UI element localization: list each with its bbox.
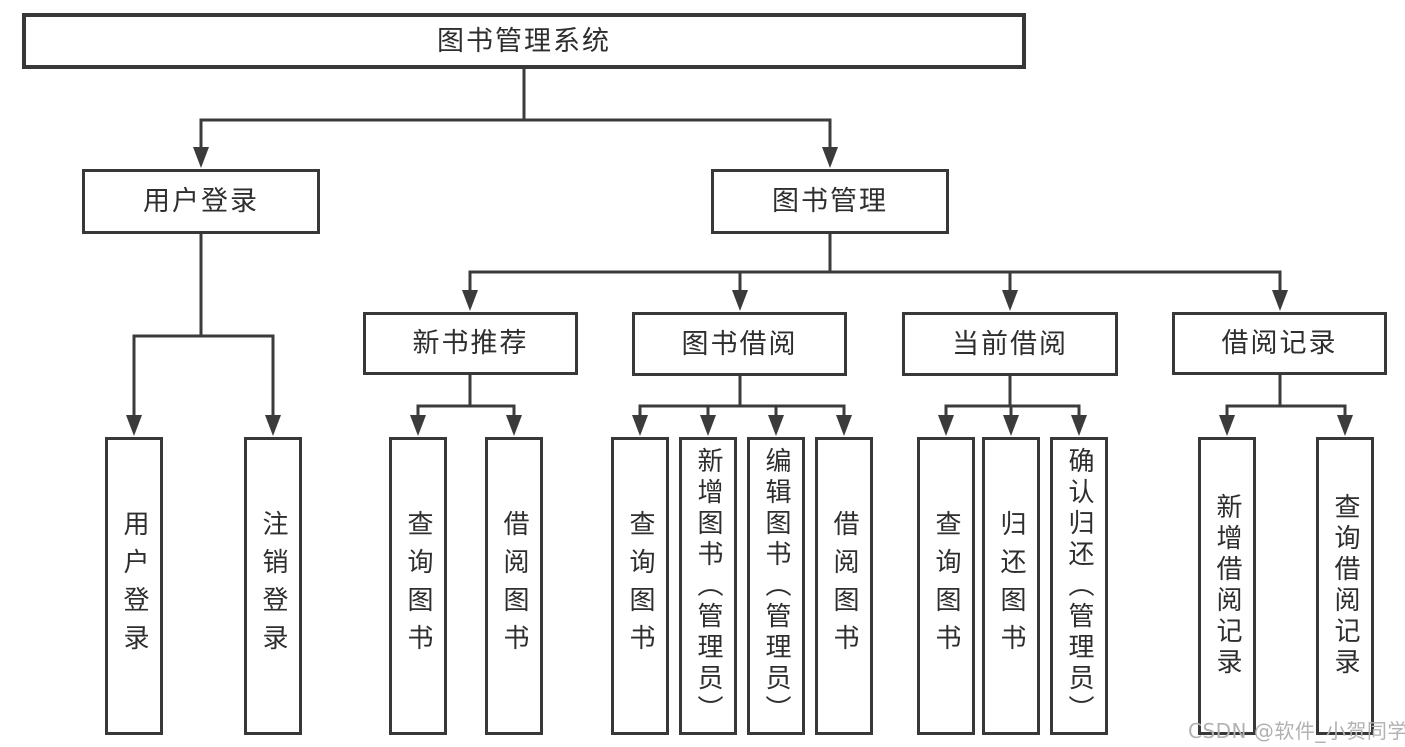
connector-current-borrow-split — [944, 404, 1081, 420]
node-user-login-label: 用户登录 — [143, 186, 259, 217]
node-current-borrowing: 当前借阅 — [902, 312, 1118, 376]
node-root-label: 图书管理系统 — [437, 25, 611, 57]
arrow-to-book-borrow — [732, 290, 748, 311]
arrow-to-leaf-n1 — [410, 415, 426, 436]
leaf-query-books-1: 查询图书 — [389, 437, 447, 735]
node-book-management: 图书管理 — [711, 169, 949, 234]
arrow-to-current-borrow — [1002, 290, 1018, 311]
leaf-add-borrow-record-label: 新增借阅记录 — [1212, 493, 1242, 679]
leaf-query-books-2-label: 查询图书 — [625, 510, 655, 662]
node-borrowing-records: 借阅记录 — [1172, 312, 1387, 375]
arrow-to-book-mgmt — [822, 147, 838, 168]
arrow-to-leaf-c2 — [1003, 415, 1019, 436]
arrow-to-user-login — [193, 147, 209, 168]
node-book-borrowing: 图书借阅 — [632, 312, 847, 376]
leaf-query-books-3-label: 查询图书 — [931, 510, 961, 662]
arrow-to-leaf-c3 — [1071, 415, 1087, 436]
leaf-query-books-3: 查询图书 — [917, 437, 975, 735]
leaf-confirm-return-admin-label: 确认归还（管理员） — [1064, 446, 1094, 726]
leaf-user-login: 用户登录 — [105, 437, 163, 735]
leaf-query-books-1-label: 查询图书 — [403, 510, 433, 662]
leaf-query-borrow-record: 查询借阅记录 — [1316, 437, 1374, 735]
arrow-to-borrow-records — [1272, 290, 1288, 311]
leaf-logout-label: 注销登录 — [258, 510, 288, 662]
leaf-query-books-2: 查询图书 — [611, 437, 669, 735]
leaf-borrow-books-1: 借阅图书 — [485, 437, 543, 735]
node-new-book-recommend: 新书推荐 — [363, 312, 578, 375]
leaf-query-borrow-record-label: 查询借阅记录 — [1330, 493, 1360, 679]
leaf-add-book-admin-label: 新增图书（管理员） — [693, 446, 723, 726]
arrow-to-leaf-r2 — [1337, 415, 1353, 436]
leaf-borrow-books-2-label: 借阅图书 — [829, 510, 859, 662]
connector-level2-split — [199, 118, 832, 150]
node-book-management-label: 图书管理 — [772, 186, 888, 217]
node-root-system: 图书管理系统 — [22, 13, 1026, 69]
leaf-add-book-admin: 新增图书（管理员） — [679, 437, 737, 735]
connector-book-borrow-split — [638, 404, 846, 420]
arrow-to-leaf-c1 — [938, 415, 954, 436]
leaf-borrow-books-1-label: 借阅图书 — [499, 510, 529, 662]
leaf-add-borrow-record: 新增借阅记录 — [1198, 437, 1256, 735]
arrow-to-new-book — [462, 290, 478, 311]
leaf-edit-book-admin: 编辑图书（管理员） — [747, 437, 805, 735]
leaf-return-book-label: 归还图书 — [996, 510, 1026, 662]
arrow-to-leaf-b4 — [836, 415, 852, 436]
node-user-login: 用户登录 — [82, 169, 320, 234]
leaf-logout: 注销登录 — [244, 437, 302, 735]
arrow-to-leaf-b1 — [632, 415, 648, 436]
leaf-user-login-label: 用户登录 — [119, 510, 149, 662]
leaf-edit-book-admin-label: 编辑图书（管理员） — [761, 446, 791, 726]
node-new-book-recommend-label: 新书推荐 — [412, 328, 529, 359]
arrow-to-leaf-u1 — [126, 415, 142, 436]
leaf-borrow-books-2: 借阅图书 — [815, 437, 873, 735]
arrow-to-leaf-n2 — [506, 415, 522, 436]
node-borrowing-records-label: 借阅记录 — [1221, 328, 1338, 359]
node-current-borrowing-label: 当前借阅 — [952, 328, 1068, 360]
connector-level3-split — [468, 270, 1282, 295]
leaf-return-book: 归还图书 — [982, 437, 1040, 735]
connector-new-book-split — [416, 404, 516, 420]
arrow-to-leaf-b3 — [768, 415, 784, 436]
arrow-to-leaf-r1 — [1219, 415, 1235, 436]
csdn-watermark: CSDN @软件_小贺同学 — [1188, 719, 1405, 743]
connector-borrow-records-split — [1225, 404, 1347, 420]
arrow-to-leaf-b2 — [700, 415, 716, 436]
leaf-confirm-return-admin: 确认归还（管理员） — [1050, 437, 1108, 735]
arrow-to-leaf-u2 — [265, 415, 281, 436]
node-book-borrowing-label: 图书借阅 — [681, 328, 798, 360]
connector-user-login-split — [132, 334, 275, 420]
